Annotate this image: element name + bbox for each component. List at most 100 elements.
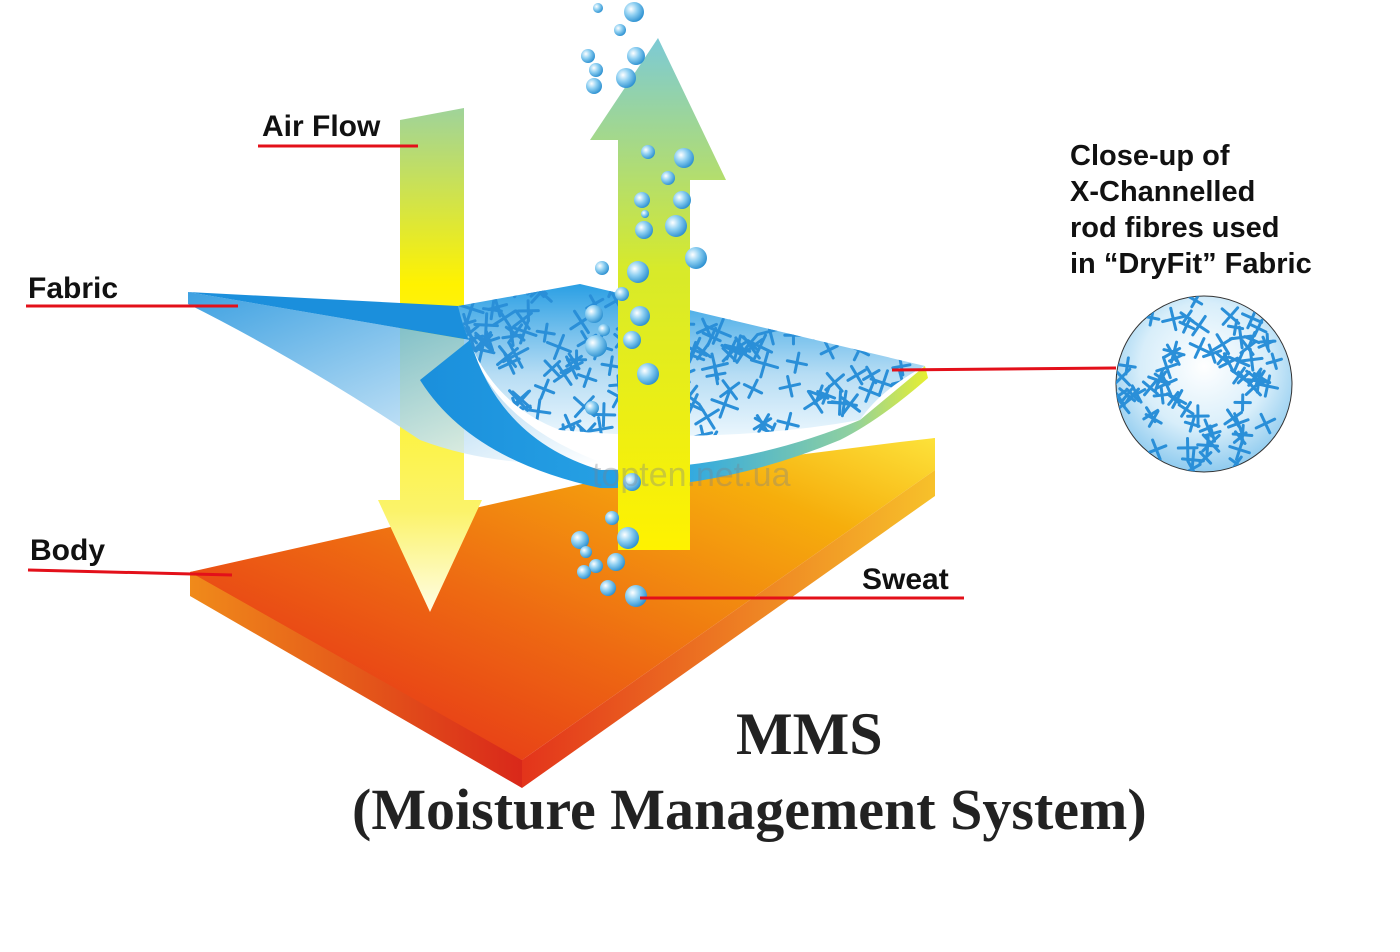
sweat-bubble [571,531,589,549]
closeup-fiber-pattern [1116,296,1283,472]
fiber-cross [1254,412,1277,435]
fiber-cross [810,317,833,340]
fiber-cross [749,349,780,379]
fiber-cross [858,426,878,436]
fiber-cross [525,398,552,425]
sweat-bubble [661,171,675,185]
sweat-bubble [635,221,653,239]
fiber-cross [1188,314,1210,337]
fiber-cross [1202,343,1223,364]
sweat-bubble [634,192,650,208]
fiber-cross [587,416,614,436]
leader-lines [26,144,1117,600]
fiber-cross [1211,333,1234,356]
fiber-cross [846,364,867,386]
sweat-bubble [607,553,625,571]
fiber-cross [572,427,593,436]
fiber-cross [1188,337,1211,359]
fiber-cross [533,378,556,400]
fiber-cross [895,416,916,436]
sweat-bubble [627,47,645,65]
body-leader-line [27,568,233,577]
fiber-cross [734,289,756,310]
sweat-bubble [581,49,595,63]
fiber-cross [1162,340,1186,364]
sweat-bubble [616,68,636,88]
sweat-bubble [630,306,650,326]
fiber-cross [1227,349,1251,373]
watermark: topten.net.ua [592,456,791,494]
fiber-cross [1154,372,1178,396]
fiber-cross [1183,415,1201,433]
sweat-bubble [641,210,649,218]
fiber-cross [1145,438,1168,461]
fiber-cross [703,284,727,300]
sweat-bubble [665,215,687,237]
sweat-bubble [580,546,592,558]
fiber-cross [750,284,775,309]
fiber-cross [704,317,732,345]
fiber-cross [815,297,832,315]
fiber-cross [1187,296,1204,309]
fiber-cross [736,287,758,309]
fiber-cross [787,300,807,320]
fiber-cross [739,335,764,360]
fiber-cross [576,367,598,388]
fiber-cross [474,331,493,350]
closeup-caption: Close-up of X-Channelled rod fibres used… [1070,138,1312,282]
fiber-cross [589,437,602,450]
fiber-cross [1265,352,1283,370]
fiber-cross [895,285,920,310]
fiber-cross [700,352,729,381]
fiber-cross [751,284,771,295]
fiber-cross [1186,404,1210,428]
sweat-bubble [641,145,655,159]
fiber-cross [891,356,912,377]
fiber-cross [755,296,783,323]
fiber-cross [1227,412,1250,435]
fiber-cross [819,340,839,360]
diagram-subtitle: (Moisture Management System) [352,777,1147,842]
sweat-bubbles [571,2,707,607]
fiber-cross [1155,355,1179,380]
fiber-cross [1215,351,1230,366]
sweat-bubble [598,324,610,336]
sweat-bubble [585,305,603,323]
fiber-cross [885,284,909,296]
fiber-cross [1201,433,1221,453]
sweat-bubble [674,148,694,168]
closeup-line: Close-up of [1070,140,1230,172]
fabric-label: Fabric [28,272,119,305]
fiber-cross [1118,385,1137,404]
closeup-line: in “DryFit” Fabric [1070,248,1312,280]
fiber-cross [591,402,617,428]
fiber-cross [600,355,622,376]
fiber-cross [858,380,881,403]
fiber-cross [695,317,718,340]
fiber-cross [1176,436,1199,459]
closeup-line: rod fibres used [1070,212,1280,244]
sweat-bubble [615,287,629,301]
sweat-bubble [637,363,659,385]
fiber-cross [830,300,854,325]
fiber-cross [492,305,517,331]
fiber-cross [1220,306,1241,326]
sweat-bubble [625,585,647,607]
fiber-cross [778,375,802,398]
sweat-bubble [586,78,602,94]
sweat-bubble [600,580,616,596]
body-label: Body [30,534,105,567]
sweat-bubble [585,401,599,415]
sweat-bubble [627,261,649,283]
sweat-bubble [589,63,603,77]
fiber-cross [496,345,519,368]
fiber-cross [1167,389,1188,409]
closeup-leader-line [891,366,1117,372]
air-flow-label: Air Flow [262,110,381,143]
fiber-cross [525,284,548,296]
closeup-circle [1115,295,1293,473]
sweat-label: Sweat [862,563,949,596]
fiber-cross [565,352,583,371]
fiber-cross [710,389,740,419]
